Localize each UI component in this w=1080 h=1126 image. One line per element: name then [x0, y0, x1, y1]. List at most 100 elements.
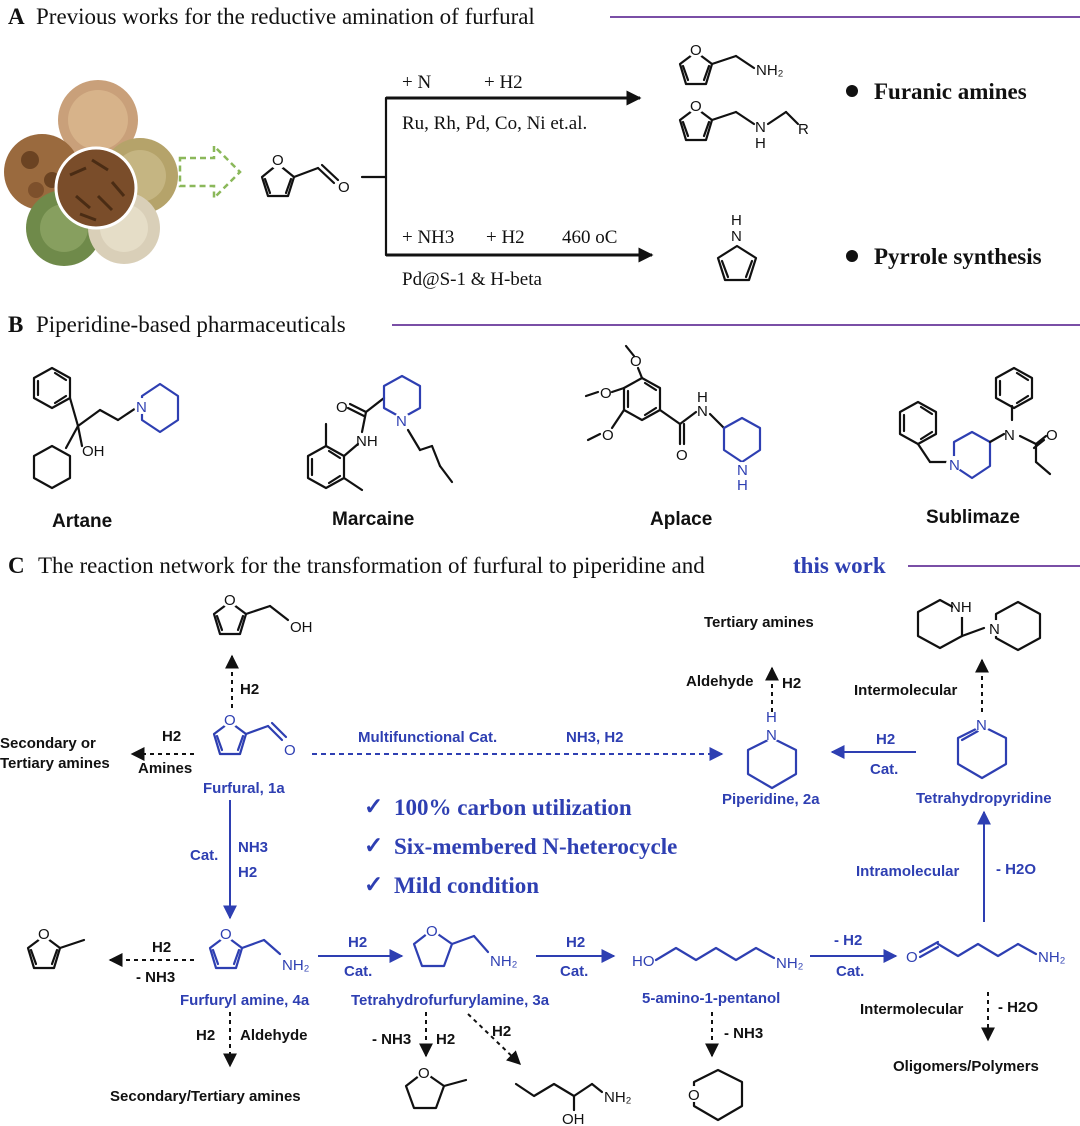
- svg-text:N: N: [396, 413, 407, 430]
- top-catalysts: Ru, Rh, Pd, Co, Ni et.al.: [402, 113, 587, 134]
- bottom-catalysts: Pd@S-1 & H-beta: [402, 269, 542, 290]
- section-b: B Piperidine-based pharmaceuticals OH N …: [8, 312, 1080, 532]
- check-icon-2: ✓: [364, 833, 383, 858]
- bottom-condition-h2: + H2: [486, 227, 525, 248]
- label-h2-thf: H2: [436, 1031, 455, 1048]
- sublimaze-structure: N N O: [898, 366, 1058, 480]
- biomass-photo-collage: [4, 80, 178, 266]
- furfuryl-amine-4a-structure: O NH₂: [208, 926, 310, 974]
- aplace-structure: O O O O N H N H: [584, 344, 762, 494]
- label-h2-4a: H2: [196, 1027, 215, 1044]
- label-furfural-1a: Furfural, 1a: [203, 780, 285, 797]
- svg-text:O: O: [906, 949, 918, 966]
- label-aldehyde-top: Aldehyde: [686, 673, 754, 690]
- label-amines: Amines: [138, 760, 192, 777]
- section-a-title: Previous works for the reductive aminati…: [36, 4, 535, 29]
- svg-text:NH₂: NH₂: [756, 62, 784, 79]
- section-c-title: The reaction network for the transformat…: [38, 553, 705, 578]
- svg-text:NH₂: NH₂: [604, 1089, 632, 1106]
- label-tertiary-amines-top: Tertiary amines: [704, 614, 814, 631]
- label-nh3-h2: NH3, H2: [566, 729, 624, 746]
- svg-text:NH: NH: [356, 433, 378, 450]
- label-cat-2: Cat.: [344, 963, 372, 980]
- section-b-title: Piperidine-based pharmaceuticals: [36, 312, 346, 337]
- oxane-structure: O: [686, 1068, 744, 1122]
- methylfuran-structure: O: [26, 926, 86, 970]
- top-condition-n: + N: [402, 72, 431, 93]
- svg-text:O: O: [220, 926, 232, 943]
- label-cat-thp: Cat.: [870, 761, 898, 778]
- svg-text:OH: OH: [82, 443, 105, 460]
- svg-text:O: O: [284, 742, 296, 759]
- svg-text:H: H: [766, 709, 777, 726]
- svg-text:N: N: [766, 727, 777, 744]
- drug-artane: Artane: [52, 511, 112, 532]
- svg-text:NH₂: NH₂: [282, 957, 310, 974]
- svg-text:N: N: [755, 119, 766, 136]
- pyrrole-structure: H N: [716, 212, 758, 282]
- label-h2-1: H2: [238, 864, 257, 881]
- svg-text:O: O: [224, 592, 236, 609]
- section-c-title-highlight: this work: [793, 553, 886, 578]
- secondary-amine-structure: O N H R: [678, 98, 809, 152]
- label-h2-2: H2: [348, 934, 367, 951]
- label-aldehyde-4a: Aldehyde: [240, 1027, 308, 1044]
- svg-text:N: N: [1004, 427, 1015, 444]
- svg-text:O: O: [676, 447, 688, 464]
- piperidine-2a-structure: H N: [746, 709, 798, 790]
- svg-text:O: O: [688, 1087, 700, 1104]
- svg-text:R: R: [798, 121, 809, 138]
- label-tertiary-amines-left: Tertiary amines: [0, 755, 110, 772]
- drug-marcaine: Marcaine: [332, 509, 414, 530]
- label-secondary-or: Secondary or: [0, 735, 96, 752]
- green-dashed-arrow-icon: [178, 142, 242, 202]
- label-thfa-3a: Tetrahydrofurfurylamine, 3a: [351, 992, 550, 1009]
- outcome-furanic-amines: Furanic amines: [874, 79, 1027, 104]
- svg-text:NH: NH: [950, 599, 972, 616]
- svg-text:H: H: [737, 477, 748, 494]
- aminopentanal-structure: O NH₂: [906, 940, 1066, 966]
- outcome-pyrrole-synthesis: Pyrrole synthesis: [874, 244, 1042, 269]
- label-nh3-1: NH3: [238, 839, 268, 856]
- label-minus-h2o-inter: - H2O: [998, 999, 1038, 1016]
- bottom-condition-temp: 460 oC: [562, 227, 617, 248]
- svg-text:O: O: [418, 1065, 430, 1082]
- svg-text:O: O: [602, 427, 614, 444]
- label-h2-3: H2: [566, 934, 585, 951]
- svg-text:N: N: [731, 228, 742, 245]
- highlight-carbon-utilization: 100% carbon utilization: [394, 795, 632, 820]
- label-tetrahydropyridine: Tetrahydropyridine: [916, 790, 1052, 807]
- svg-text:N: N: [989, 621, 1000, 638]
- svg-text:N: N: [949, 457, 960, 474]
- highlight-six-membered: Six-membered N-heterocycle: [394, 834, 677, 859]
- top-condition-h2: + H2: [484, 72, 523, 93]
- label-nh3-oxane: - NH3: [724, 1025, 763, 1042]
- label-cat-1: Cat.: [190, 847, 218, 864]
- label-aminopentanol: 5-amino-1-pentanol: [642, 990, 780, 1007]
- thfa-3a-structure: O NH₂: [412, 922, 518, 970]
- svg-text:O: O: [630, 353, 642, 370]
- svg-text:O: O: [224, 712, 236, 729]
- svg-text:N: N: [976, 717, 987, 734]
- branch-arrows: [360, 90, 654, 263]
- label-minus-h2: - H2: [834, 932, 862, 949]
- drug-aplace: Aplace: [650, 509, 712, 530]
- marcaine-structure: NH O N: [306, 374, 454, 492]
- svg-text:O: O: [338, 179, 350, 196]
- svg-text:N: N: [697, 403, 708, 420]
- svg-text:H: H: [731, 212, 742, 229]
- label-h2-thp: H2: [876, 731, 895, 748]
- drug-sublimaze: Sublimaze: [926, 507, 1020, 528]
- label-h2-alcohol: H2: [240, 681, 259, 698]
- label-cat-3: Cat.: [560, 963, 588, 980]
- svg-text:O: O: [1046, 427, 1058, 444]
- svg-text:O: O: [38, 926, 50, 943]
- svg-text:O: O: [690, 42, 702, 59]
- section-a: A Previous works for the reductive amina…: [4, 4, 1080, 290]
- dimer-structure: NH N: [916, 598, 1042, 652]
- aminopentanol-isomer-structure: OH NH₂: [514, 1082, 632, 1126]
- methylthf-structure: O: [404, 1064, 468, 1110]
- label-furfuryl-amine-4a: Furfuryl amine, 4a: [180, 992, 310, 1009]
- label-nh3-mf: - NH3: [136, 969, 175, 986]
